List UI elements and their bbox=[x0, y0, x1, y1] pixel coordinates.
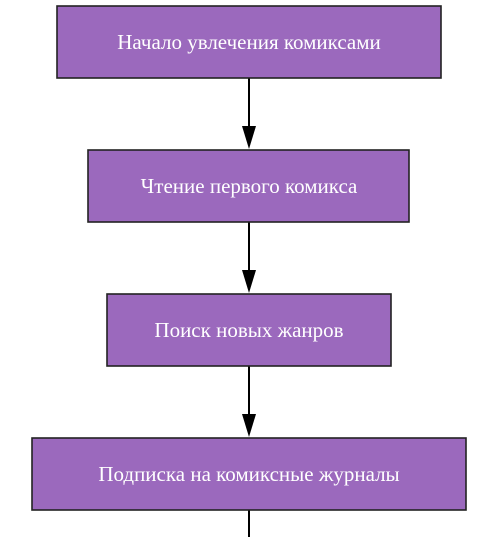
node-first-box bbox=[87, 149, 410, 223]
node-start: Начало увлечения комиксами bbox=[56, 5, 442, 79]
node-genres-label: Поиск новых жанров bbox=[154, 318, 343, 342]
edge-first-to-genres-arrowhead bbox=[242, 270, 256, 293]
node-start-label: Начало увлечения комиксами bbox=[117, 30, 381, 54]
edge-genres-to-subscribe-arrowhead bbox=[242, 414, 256, 437]
node-subscribe-label: Подписка на комиксные журналы bbox=[98, 462, 399, 486]
node-first: Чтение первого комикса bbox=[87, 149, 410, 223]
node-genres: Поиск новых жанров bbox=[106, 293, 392, 367]
node-start-box bbox=[56, 5, 442, 79]
edges-layer bbox=[242, 78, 256, 537]
node-first-label: Чтение первого комикса bbox=[141, 174, 358, 198]
node-subscribe: Подписка на комиксные журналы bbox=[31, 437, 467, 511]
node-genres-box bbox=[106, 293, 392, 367]
edge-start-to-first-arrowhead bbox=[242, 126, 256, 149]
node-subscribe-box bbox=[31, 437, 467, 511]
